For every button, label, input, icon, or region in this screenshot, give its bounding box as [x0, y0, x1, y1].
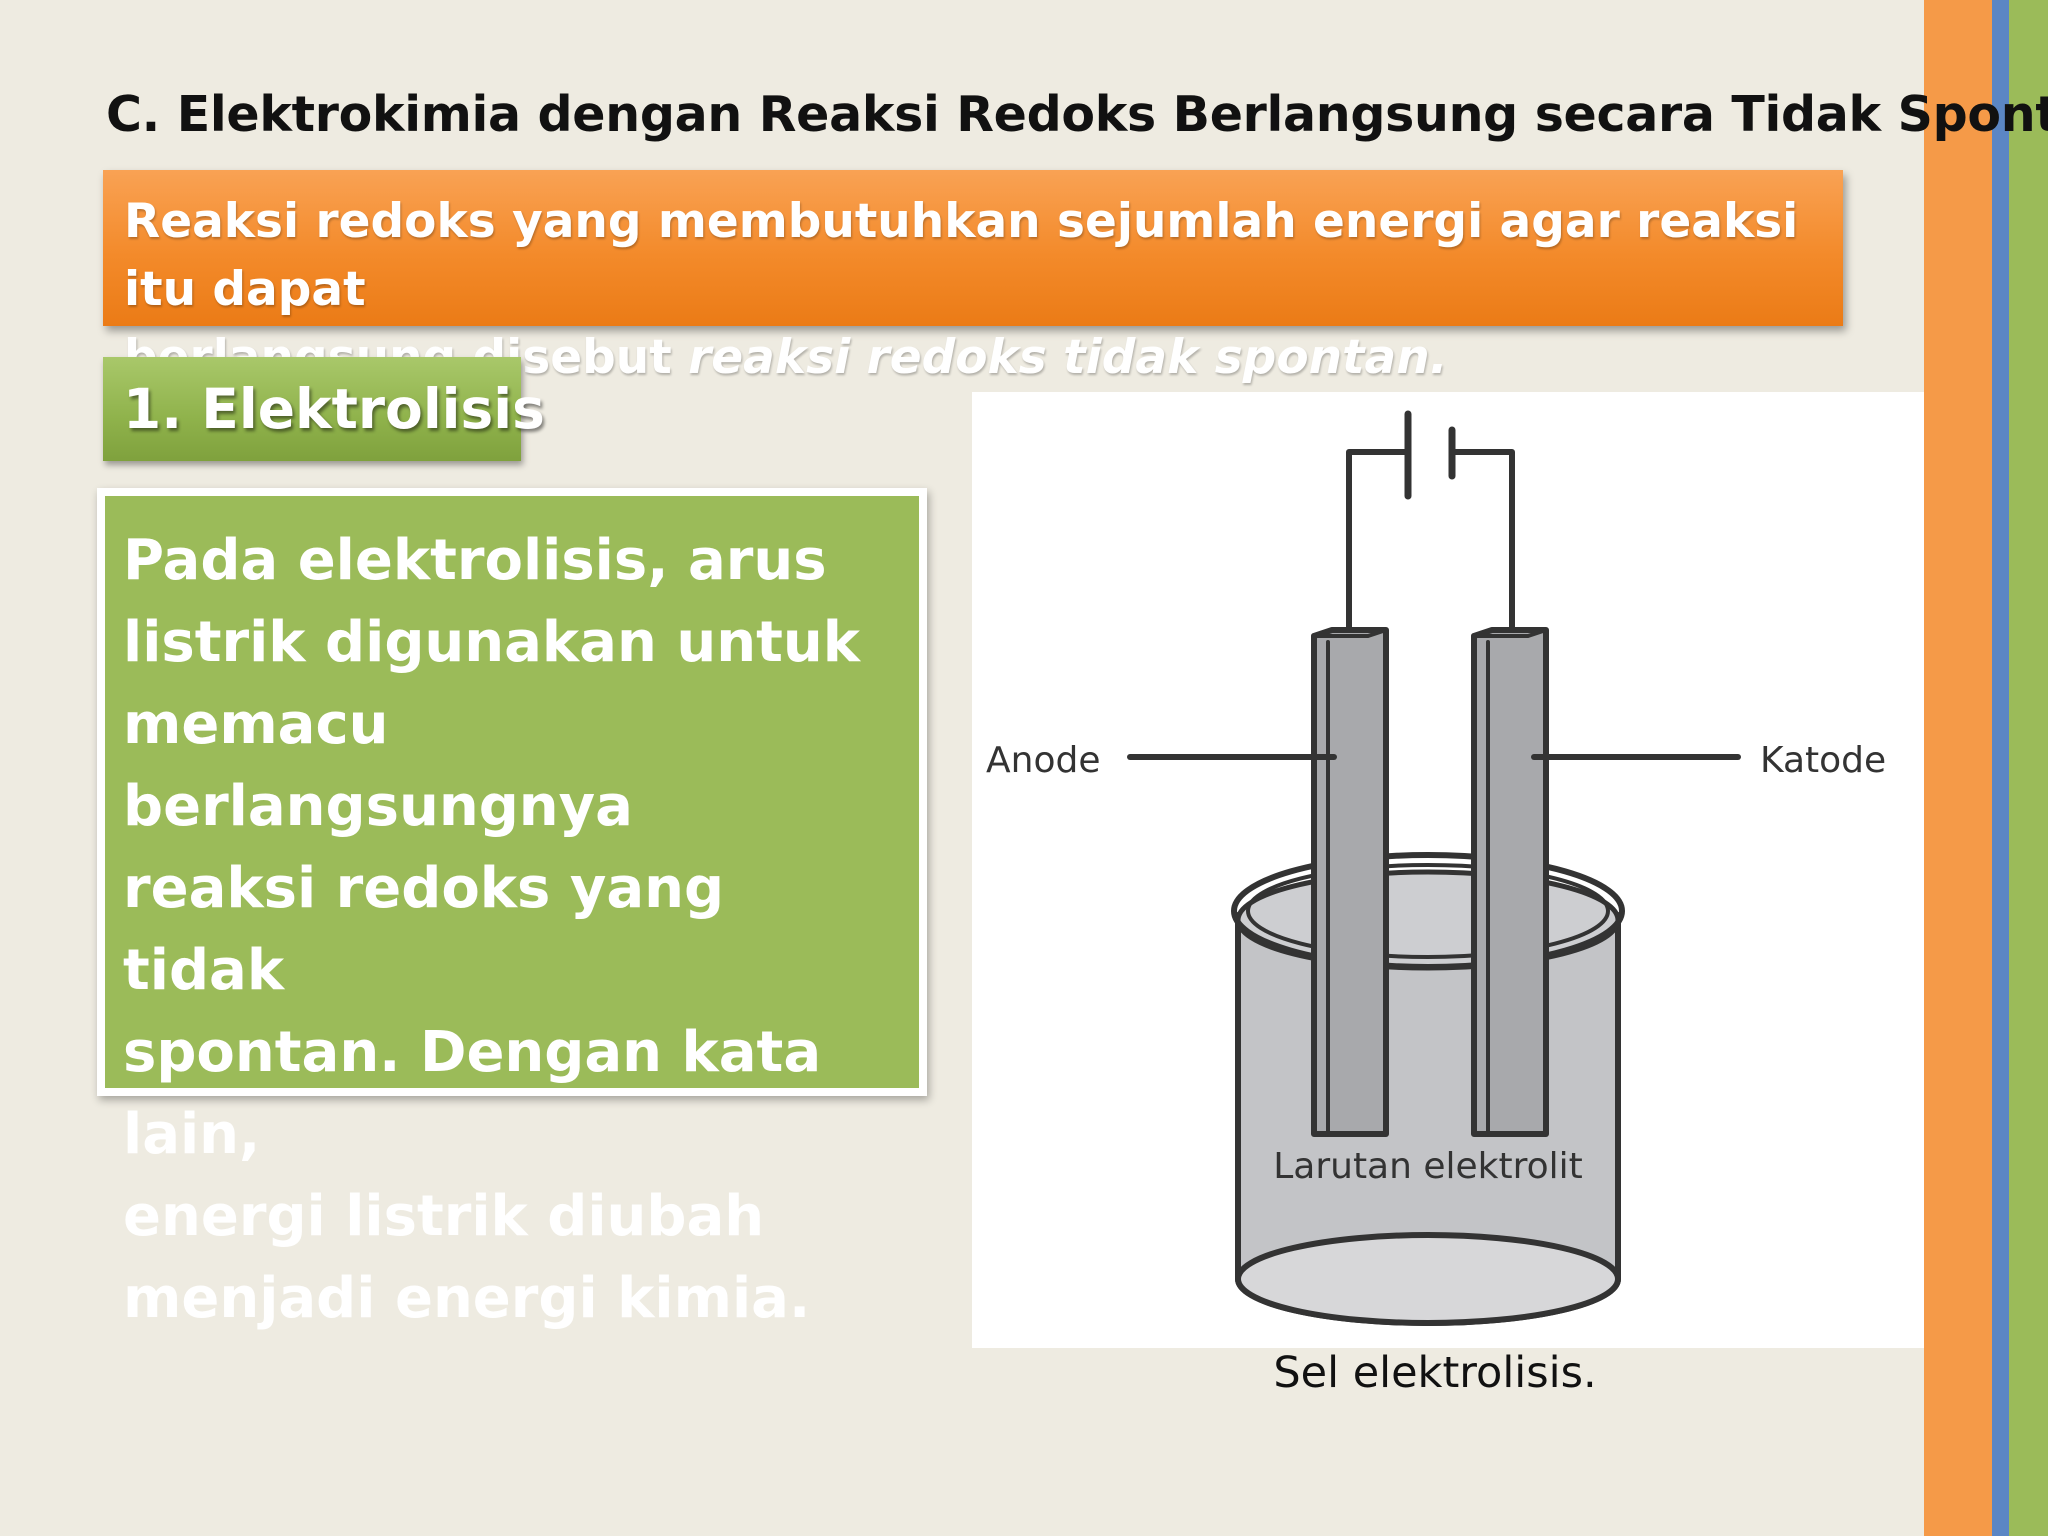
decorative-stripe-orange [1924, 0, 1992, 1536]
cathode-label: Katode [1760, 740, 1886, 781]
explanation-line: memacu berlangsungnya [123, 692, 633, 839]
page-title: C. Elektrokimia dengan Reaksi Redoks Ber… [106, 86, 2048, 143]
decorative-stripe-green [2009, 0, 2048, 1536]
diagram-drawing: Anode Katode Larutan elektrolit [986, 410, 1886, 1326]
explanation-line: reaksi redoks yang tidak [123, 856, 725, 1003]
definition-line-1: Reaksi redoks yang membutuhkan sejumlah … [124, 194, 1799, 317]
solution-label: Larutan elektrolit [1273, 1146, 1583, 1187]
anode-label: Anode [986, 740, 1100, 781]
beaker-bottom [1235, 1232, 1621, 1326]
electrolysis-cell-diagram: Anode Katode Larutan elektrolit [972, 392, 1924, 1348]
cathode-electrode [1471, 627, 1549, 1137]
wire-right [1449, 449, 1515, 633]
explanation-line: energi listrik diubah [123, 1184, 765, 1249]
explanation-line: menjadi energi kimia. [123, 1266, 811, 1331]
explanation-box: Pada elektrolisis, arus listrik digunaka… [97, 488, 927, 1331]
beaker-rim-outer [1231, 852, 1625, 970]
decorative-stripe-blue [1992, 0, 2009, 1536]
wire-left [1346, 424, 1411, 633]
figure-caption: Sel elektrolisis. [1273, 1348, 1597, 1398]
section-heading: 1. Elektrolisis [103, 357, 545, 461]
explanation-line: Pada elektrolisis, arus [123, 528, 827, 593]
beaker-rim-inner [1246, 863, 1610, 959]
definition-term: reaksi redoks tidak spontan. [688, 330, 1448, 385]
definition-line-2: berlangsung disebut reaksi redoks tidak … [124, 324, 1823, 392]
explanation-line: listrik digunakan untuk [123, 610, 860, 675]
explanation-line: spontan. Dengan kata lain, [123, 1020, 822, 1167]
definition-box: Reaksi redoks yang membutuhkan sejumlah … [103, 170, 1843, 385]
anode-electrode [1311, 627, 1389, 1137]
